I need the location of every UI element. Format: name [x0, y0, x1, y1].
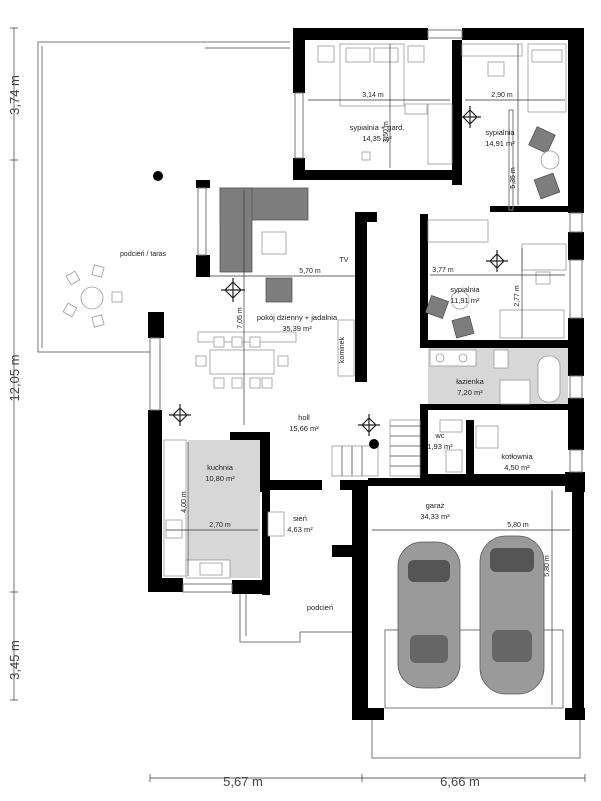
bedroom-ne-name: sypialnia [485, 128, 515, 137]
dim-left-bottom: 3,45 m [7, 640, 22, 680]
room-dimension-lines [166, 44, 570, 705]
walls [148, 28, 585, 720]
wc-name: wc [434, 431, 444, 440]
bedroom-e-dim-w: 3,77 m [432, 267, 454, 274]
terrace-furniture [62, 264, 123, 328]
wc-area: 1,93 m² [427, 442, 453, 451]
terrace-outline [37, 41, 290, 353]
living-area: 35,39 m² [282, 324, 312, 333]
living-dim-w: 5,70 m [299, 268, 321, 275]
kitchen-dim-w: 2,70 m [209, 522, 231, 529]
bedroom-e-area: 11,91 m² [450, 296, 480, 305]
bathroom-area: 7,20 m² [457, 388, 483, 397]
boiler-name: kotłownia [501, 452, 533, 461]
dim-bottom-left: 5,67 m [223, 774, 263, 789]
dim-left-middle: 12,05 m [7, 355, 22, 402]
bedroom-wardrobe-furniture [317, 43, 453, 165]
kitchen-area: 10,80 m² [205, 474, 235, 483]
car-left [397, 541, 461, 689]
bedroom-ne-dim-h: 5,35 m [510, 167, 517, 189]
garage-name: garaż [426, 501, 445, 510]
fireplace-label: kominek [339, 336, 346, 363]
vestibule-area: 4,63 m² [287, 525, 313, 534]
garage-dim-w: 5,80 m [507, 522, 529, 529]
garage-dim-h: 5,80 m [544, 555, 551, 577]
staircase [331, 419, 421, 477]
bedroom-e-furniture [424, 219, 567, 339]
porch-outline [239, 594, 352, 643]
vestibule-name: sień [293, 514, 307, 523]
living-dim-h: 7,05 m [237, 307, 244, 329]
garage-canopy [371, 720, 581, 759]
bedroom-ne-furniture [461, 43, 567, 211]
porch-name: podcień [307, 603, 333, 612]
bedroom-e-name: sypialnia [450, 285, 480, 294]
bathroom-name: łazienka [456, 377, 484, 386]
windows [149, 29, 583, 593]
overall-dimension-lines [10, 27, 586, 782]
dim-left-top: 3,74 m [7, 75, 22, 115]
bathroom-furniture [429, 349, 561, 473]
bedroom-wardrobe-area: 14,35 m² [362, 134, 392, 143]
hall-name: holl [298, 413, 310, 422]
car-right [479, 535, 545, 695]
bedroom-wardrobe-dim-w: 3,14 m [362, 92, 384, 99]
kitchen-furniture [163, 439, 285, 579]
kitchen-name: kuchnia [207, 463, 234, 472]
kitchen-floor [188, 440, 260, 578]
plant-icons [169, 106, 508, 436]
bedroom-wardrobe-name: sypialnia + gard. [350, 123, 405, 132]
living-name: pokój dzienny + jadalnia [257, 313, 338, 322]
living-furniture [195, 187, 355, 389]
bedroom-wardrobe-dim-h: 3,50 m [383, 121, 390, 143]
dim-bottom-right: 6,66 m [440, 774, 480, 789]
kitchen-dim-h: 4,00 m [181, 491, 188, 513]
bedroom-ne-dim-w: 2,90 m [491, 92, 513, 99]
hall-area: 15,66 m² [289, 424, 319, 433]
garage-area: 34,33 m² [420, 512, 450, 521]
tv-label: TV [340, 257, 349, 264]
column [153, 171, 163, 181]
boiler-area: 4,50 m² [504, 463, 530, 472]
bedroom-ne-area: 14,91 m² [485, 139, 515, 148]
terrace-label: podcień / taras [120, 251, 166, 258]
bedroom-e-dim-h: 2,77 m [514, 285, 521, 307]
